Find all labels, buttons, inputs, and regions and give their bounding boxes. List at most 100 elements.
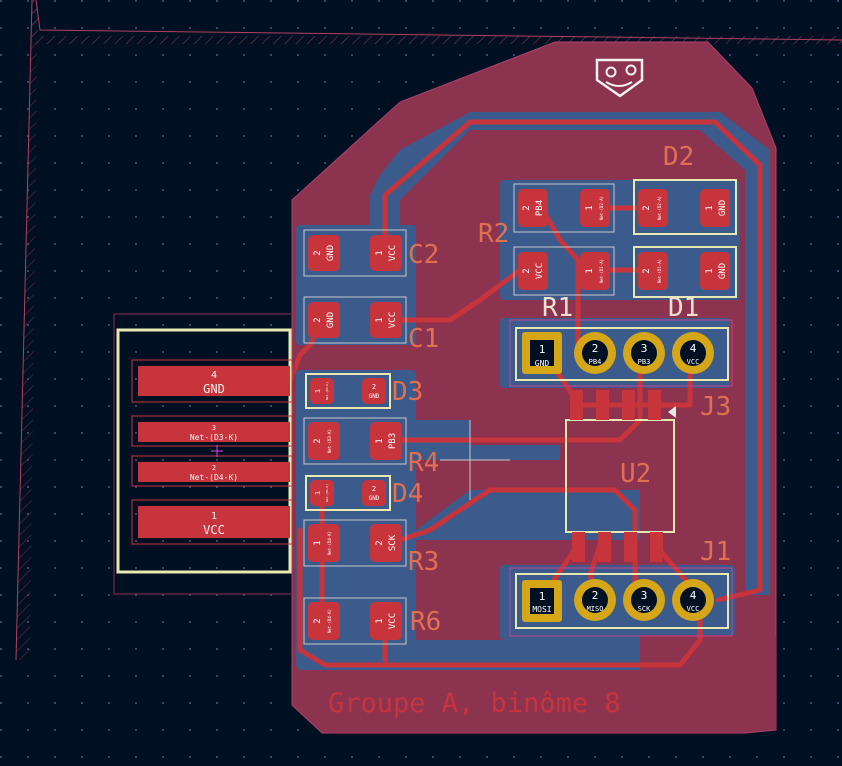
crosshair [440,420,510,500]
j1-pin-3-net: SCK [638,605,651,613]
d4-pad-2[interactable] [362,480,386,506]
component-j1[interactable]: 1 MOSI 2 MISO 3 SCK 4 VCC J1 [509,537,733,637]
u2-pad-6[interactable] [622,390,635,420]
d1-pad-1[interactable] [700,252,730,290]
u2-designator: U2 [620,459,651,489]
usb-pad-1[interactable] [138,506,290,538]
usb-connector[interactable]: 4 GND 3 Net-(D3-K) 2 Net-(D4-K) 1 VCC [113,313,295,595]
u2-pad-3[interactable] [624,532,637,562]
j3-pin-2[interactable]: 2 PB4 [574,332,616,374]
j1-pin-1-net: MOSI [532,605,551,614]
d1-pad-1-net: GND [718,263,728,279]
j1-pin-3[interactable]: 3 SCK [623,579,665,621]
component-c1[interactable]: 2 GND 1 VCC C1 [303,296,439,354]
smiley-logo-icon [595,58,644,98]
d1-designator: D1 [668,293,699,323]
d4-pad-2-num: 2 [372,485,376,493]
c2-pad-2-net: GND [326,245,336,261]
usb-pad-1-net: VCC [203,523,225,537]
r2-pad-2[interactable] [518,189,548,227]
r3-pad-2-num: 2 [375,540,385,545]
j3-pin-2-net: PB4 [589,358,602,366]
u2-pad-5[interactable] [648,390,661,420]
component-c2[interactable]: 2 GND 1 VCC C2 [303,229,439,277]
component-j3[interactable]: 1 GND 2 PB4 3 PB3 4 VCC J3 [509,319,733,422]
r4-pad-2[interactable] [308,422,340,460]
d2-pad-1-net: GND [718,200,728,216]
c2-pad-1-num: 1 [375,250,385,255]
r6-pad-2-net: Net-(D4-K) [327,609,332,633]
r3-pad-1-net: Net-(D4-K) [327,531,332,555]
c2-pad-2-num: 2 [313,250,323,255]
j3-pin-3-num: 3 [641,342,648,355]
r2-pad-1[interactable] [580,189,610,227]
j1-pin-4[interactable]: 4 VCC [672,579,714,621]
r3-pad-1[interactable] [308,524,340,562]
usb-pad-2[interactable] [138,462,290,482]
j1-pin-4-net: VCC [687,605,700,613]
r3-designator: R3 [408,547,439,577]
component-r3[interactable]: 1 Net-(D4-K) 2 SCK R3 [303,519,439,577]
j3-pin-2-num: 2 [592,342,599,355]
component-d2[interactable]: 2 Net-(D2-A) 1 GND D2 [633,142,737,235]
usb-pad-3-number: 3 [212,424,216,432]
j3-pin-3[interactable]: 3 PB3 [623,332,665,374]
d3-pad-1-num: 1 [314,389,322,393]
keepout-zone-left [16,0,38,660]
u2-pad-7[interactable] [596,390,609,420]
j1-pin-1[interactable]: 1 MOSI [522,580,562,622]
d1-pad-1-num: 1 [705,268,715,273]
j1-pin-1-num: 1 [539,590,546,603]
component-d1[interactable]: 2 Net-(D1-A) 1 GND D1 [633,246,737,323]
j3-pin-4[interactable]: 4 VCC [672,332,714,374]
d2-pad-2[interactable] [638,189,668,227]
r6-designator: R6 [410,607,441,637]
component-r4[interactable]: 2 Net-(D3-K) 1 PB3 R4 [303,417,439,478]
j3-pin-1[interactable]: 1 GND [522,332,562,374]
j1-pin-2[interactable]: 2 MISO [574,579,616,621]
r6-pad-1[interactable] [370,602,402,640]
j1-pin-2-net: MISO [587,605,604,613]
c2-pad-2[interactable] [308,235,340,271]
usb-courtyard [116,328,292,574]
r1-pad-1[interactable] [580,252,610,290]
c1-pad-1-num: 1 [375,317,385,322]
c2-pad-1[interactable] [370,235,402,271]
usb-pad-3[interactable] [138,422,290,442]
c1-pad-1[interactable] [370,302,402,338]
d3-pad-2-net: GND [369,393,380,400]
u2-pad-2[interactable] [598,532,611,562]
d3-pad-1[interactable] [310,378,334,404]
r4-pad-1[interactable] [370,422,402,460]
d4-pad-1[interactable] [310,480,334,506]
u2-pad-8[interactable] [570,390,583,420]
r1-pad-2-num: 2 [522,268,532,273]
r1-pad-2[interactable] [518,252,548,290]
r3-pad-2[interactable] [370,524,402,562]
usb-pad-2-net: Net-(D4-K) [190,473,238,482]
component-r6[interactable]: 2 Net-(D4-K) 1 VCC R6 [303,597,441,645]
r6-pad-2[interactable] [308,602,340,640]
j1-pin-2-num: 2 [592,589,599,602]
u2-pad-1[interactable] [572,532,585,562]
c1-pad-2[interactable] [308,302,340,338]
component-u2[interactable]: U2 [565,390,676,562]
usb-pad-4[interactable] [138,366,290,396]
component-d3[interactable]: 1 Net-(D3-K) 2 GND D3 [305,373,423,409]
d4-pad-1-num: 1 [314,491,322,495]
component-d4[interactable]: 1 Net-(D4-K) 2 GND D4 [305,475,423,511]
d2-pad-1[interactable] [700,189,730,227]
u2-pad-4[interactable] [650,532,663,562]
d1-pad-2[interactable] [638,252,668,290]
keepout-edge [15,0,33,661]
d3-pad-1-net: Net-(D3-K) [325,382,329,400]
component-r1[interactable]: 2 VCC 1 Net-(D1-A) R1 [513,246,615,323]
component-r2[interactable]: 2 PB4 1 Net-(D2-A) R2 [478,183,615,249]
r4-pad-2-net: Net-(D3-K) [327,429,332,453]
j1-pin-4-num: 4 [690,589,697,602]
d3-pad-2[interactable] [362,378,386,404]
d1-pad-2-num: 2 [642,268,652,273]
r4-pad-2-num: 2 [313,438,323,443]
r6-pad-2-num: 2 [313,618,323,623]
